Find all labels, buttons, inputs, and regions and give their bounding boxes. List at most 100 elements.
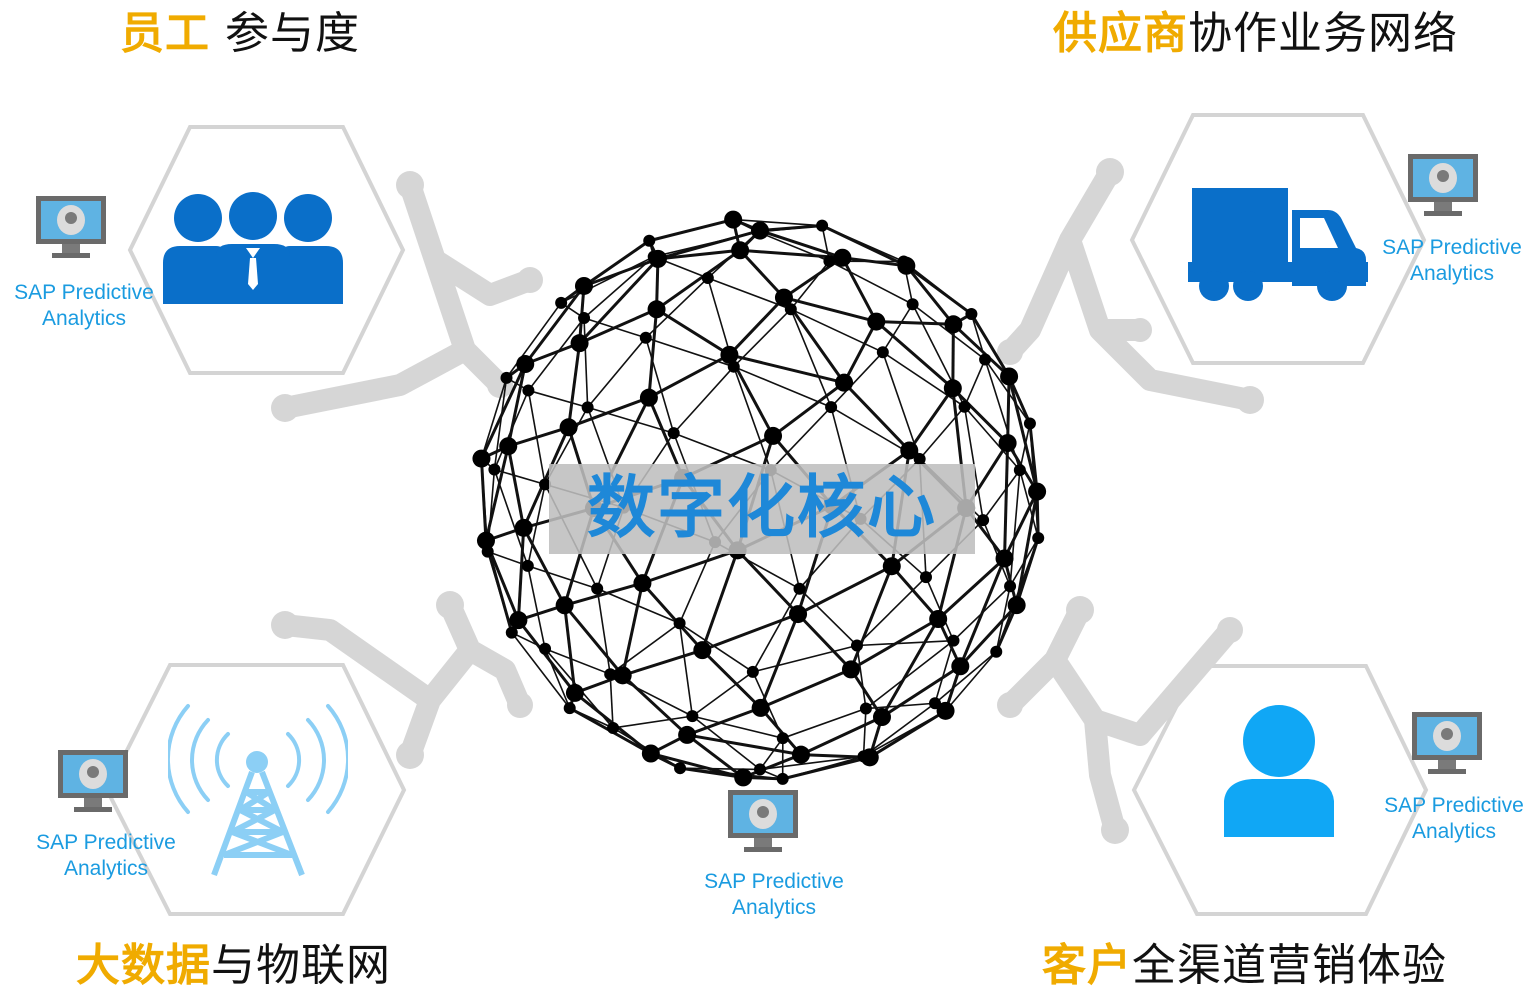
- sphere-node: [977, 514, 990, 527]
- sphere-edge: [587, 337, 647, 408]
- sphere-edge: [963, 359, 986, 408]
- sphere-node: [727, 360, 740, 373]
- sphere-edge: [527, 484, 546, 567]
- sphere-edge: [522, 426, 570, 529]
- branch-bottom-left: [274, 594, 531, 766]
- sphere-node: [867, 312, 886, 331]
- sphere-edge: [821, 225, 831, 262]
- sphere-node: [613, 666, 632, 685]
- sphere-edge: [560, 255, 655, 304]
- sphere-edge: [657, 248, 741, 261]
- sphere-edge: [856, 639, 954, 647]
- monitor-brain-icon: [728, 790, 798, 852]
- sphere-node: [555, 296, 568, 309]
- sphere-edge: [587, 406, 674, 434]
- sphere-node: [559, 418, 578, 437]
- sphere-node: [701, 272, 714, 285]
- sphere-node: [929, 610, 948, 629]
- sphere-edge: [934, 651, 997, 704]
- sap-label-bigdata: SAP Predictive Analytics: [26, 830, 186, 882]
- sphere-edge: [925, 576, 955, 641]
- sphere-edge: [733, 218, 823, 227]
- sphere-edge: [865, 640, 954, 710]
- sphere-edge: [865, 702, 936, 710]
- sphere-node: [734, 768, 753, 787]
- sphere-node: [641, 744, 660, 763]
- sphere-node: [841, 660, 860, 679]
- sphere-edge: [544, 647, 611, 675]
- sphere-node: [793, 582, 806, 595]
- sphere-node: [674, 762, 687, 775]
- sphere-node: [850, 639, 863, 652]
- sphere-node: [643, 234, 656, 247]
- sap-label-line1: SAP Predictive: [36, 831, 176, 854]
- sphere-edge: [653, 231, 759, 258]
- sphere-edge: [970, 313, 1011, 378]
- people-group-icon: [163, 192, 343, 304]
- sphere-edge: [963, 406, 984, 521]
- sphere-node: [906, 298, 919, 311]
- sphere-edge: [738, 249, 786, 299]
- sphere-edge: [641, 582, 704, 652]
- sphere-edge: [790, 308, 884, 353]
- sphere-edge: [511, 632, 571, 709]
- heading-highlight: 客户: [1042, 940, 1132, 991]
- sphere-node: [570, 334, 589, 353]
- sphere-edge: [691, 671, 754, 717]
- heading-highlight: 大数据: [76, 940, 211, 991]
- sphere-edge: [511, 631, 546, 650]
- sphere-edge: [733, 308, 792, 368]
- connector-nodes: [271, 158, 1264, 844]
- sphere-edge: [578, 257, 660, 345]
- sphere-edge: [798, 588, 858, 647]
- sphere-edge: [527, 565, 546, 649]
- sphere-node: [604, 668, 617, 681]
- sphere-edge: [612, 715, 693, 729]
- sphere-node: [522, 384, 535, 397]
- sphere-node: [882, 557, 901, 576]
- sphere-edge: [621, 582, 644, 676]
- connector-branches: [274, 161, 1261, 841]
- sphere-node: [965, 307, 978, 320]
- sphere-edge: [862, 708, 867, 757]
- sphere-edge: [733, 365, 832, 408]
- sphere-node: [500, 371, 513, 384]
- sphere-edge: [796, 613, 853, 671]
- sphere-edge: [480, 363, 527, 460]
- sphere-edge: [563, 605, 577, 694]
- branch-bottom-right: [999, 599, 1241, 841]
- sphere-edge: [903, 260, 972, 315]
- sap-label-line1: SAP Predictive: [1384, 794, 1524, 817]
- sphere-edge: [970, 313, 986, 360]
- person-icon: [1224, 705, 1334, 837]
- hexagon-employee: [127, 125, 406, 375]
- sphere-edge: [951, 387, 1009, 445]
- sphere-node: [825, 401, 838, 414]
- sphere-edge: [856, 645, 867, 709]
- sphere-edge: [759, 755, 864, 771]
- monitor-brain-icon: [36, 196, 106, 258]
- hexagon-bigdata: [104, 663, 407, 916]
- sphere-edge: [583, 317, 647, 339]
- sphere-edge: [609, 674, 614, 729]
- sphere-edge: [863, 710, 946, 758]
- sphere-edge: [958, 557, 1006, 667]
- sphere-node: [509, 611, 528, 630]
- sphere-edge: [564, 581, 643, 607]
- sphere-node: [951, 657, 970, 676]
- sphere-edge: [821, 224, 907, 268]
- sphere-edge: [760, 668, 852, 710]
- sap-label-line2: Analytics: [63, 857, 149, 880]
- sphere-node: [731, 241, 750, 260]
- sphere-node: [472, 449, 491, 468]
- sphere-node: [751, 698, 770, 717]
- sphere-edge: [790, 260, 831, 310]
- sphere-node: [897, 255, 910, 268]
- sphere-edge: [963, 406, 1021, 471]
- sphere-node: [539, 478, 552, 491]
- sphere-edge: [679, 767, 783, 780]
- sphere-node: [516, 355, 535, 374]
- sphere-node: [929, 697, 942, 710]
- sphere-edge: [505, 302, 562, 379]
